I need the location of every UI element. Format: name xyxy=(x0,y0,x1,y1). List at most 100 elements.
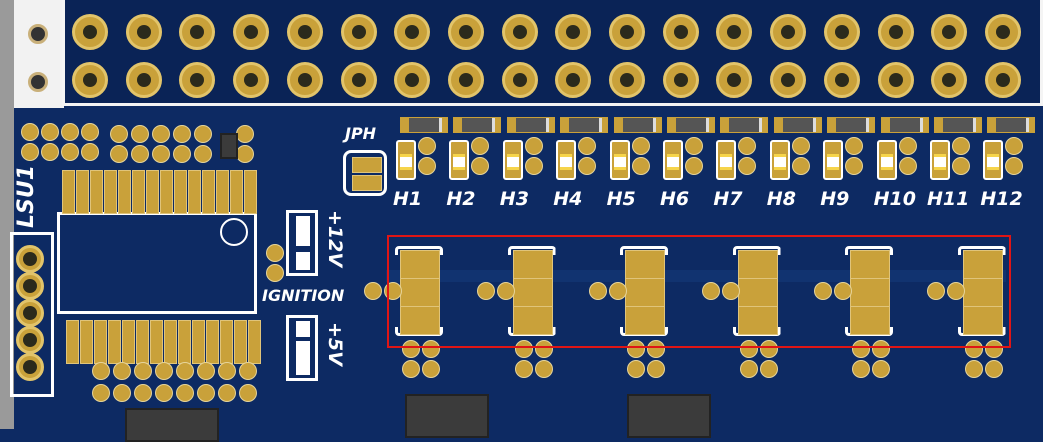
heater-label-H7: H7 xyxy=(713,188,743,210)
ic-pad xyxy=(104,170,117,214)
pad xyxy=(952,137,970,155)
header-pad xyxy=(609,14,645,50)
jumper-pad xyxy=(296,216,310,246)
header-pad xyxy=(179,14,216,50)
pad xyxy=(514,340,533,358)
pad xyxy=(496,282,515,300)
diode-sod123 xyxy=(720,117,769,133)
header-pad xyxy=(716,14,753,50)
header-pad xyxy=(286,62,323,98)
pad xyxy=(721,282,740,300)
pad xyxy=(134,384,152,402)
heater-label-H5: H5 xyxy=(606,188,636,210)
mosfet-pad xyxy=(850,250,890,279)
ic-pad xyxy=(90,170,103,214)
mounting-area xyxy=(14,0,64,108)
ic-pad xyxy=(118,170,131,214)
pad xyxy=(61,143,79,161)
pad xyxy=(239,362,257,380)
pad xyxy=(266,264,284,282)
mosfet-pad xyxy=(625,306,665,335)
ic-pad xyxy=(122,320,135,364)
jumper-5v xyxy=(286,315,318,381)
pad xyxy=(685,137,703,155)
pad xyxy=(814,282,832,300)
led xyxy=(396,140,416,180)
pad xyxy=(739,360,758,378)
pad xyxy=(92,362,110,380)
header-pad xyxy=(394,14,431,50)
header-pad xyxy=(662,62,699,98)
pad xyxy=(739,340,758,358)
pad xyxy=(845,157,864,175)
header-pad xyxy=(501,14,538,50)
led xyxy=(716,140,737,180)
led xyxy=(769,140,790,180)
lsu-pin xyxy=(16,272,44,300)
pad xyxy=(41,123,59,141)
mounting-hole xyxy=(28,72,48,92)
ic-chip xyxy=(405,394,489,438)
ic-pad xyxy=(94,320,107,364)
heater-label-H8: H8 xyxy=(766,188,796,210)
pad xyxy=(471,137,490,155)
heater-label-H12: H12 xyxy=(980,188,1023,210)
mosfet-pad xyxy=(512,306,553,335)
pad xyxy=(364,282,382,300)
pad xyxy=(471,157,490,175)
pad xyxy=(61,123,79,141)
heater-label-H10: H10 xyxy=(873,188,916,210)
mosfet-pad xyxy=(962,306,1003,335)
pin1-marker xyxy=(220,218,248,246)
pad xyxy=(81,143,99,161)
pad xyxy=(113,362,131,380)
jph-pad xyxy=(352,157,382,173)
pad xyxy=(422,340,440,358)
ic-pad xyxy=(66,320,79,364)
mosfet-pad xyxy=(512,278,553,307)
pad xyxy=(791,157,810,175)
ic-pad xyxy=(188,170,201,214)
lsu-pin xyxy=(16,299,44,327)
diode-sod123 xyxy=(667,117,715,133)
pad xyxy=(92,384,110,402)
pad xyxy=(218,384,236,402)
pad xyxy=(524,137,543,155)
pad xyxy=(1005,137,1024,155)
pad xyxy=(984,340,1003,358)
jumper-pad xyxy=(296,321,310,337)
pad xyxy=(791,137,810,155)
pad xyxy=(845,137,864,155)
header-pad xyxy=(125,62,162,98)
ic-pad xyxy=(202,170,215,214)
mosfet-pad xyxy=(962,278,1003,307)
header-pad xyxy=(340,62,377,98)
header-pad xyxy=(877,62,914,98)
lsu-connector-outline xyxy=(10,232,54,397)
ic-pad xyxy=(164,320,177,364)
diode-sod123 xyxy=(827,117,876,133)
pad xyxy=(578,157,597,175)
pad xyxy=(176,384,194,402)
heater-label-H4: H4 xyxy=(553,188,583,210)
ic-pad xyxy=(216,170,229,214)
pad xyxy=(21,143,39,161)
jph-pad xyxy=(352,175,382,191)
ic-pad xyxy=(206,320,219,364)
led xyxy=(449,140,470,180)
pad xyxy=(738,137,757,155)
pad xyxy=(984,360,1003,378)
ic-pad xyxy=(192,320,205,364)
diode-sod123 xyxy=(453,117,502,133)
pad xyxy=(852,360,870,378)
ignition-label: IGNITION xyxy=(262,286,345,305)
ic-pad xyxy=(174,170,187,214)
ic-pad xyxy=(80,320,93,364)
ic-pad xyxy=(220,320,233,364)
pad xyxy=(113,384,131,402)
diode-sod123 xyxy=(506,117,555,133)
pad xyxy=(1005,157,1024,175)
pad xyxy=(418,157,436,175)
heater-label-H9: H9 xyxy=(820,188,850,210)
pad xyxy=(685,157,703,175)
